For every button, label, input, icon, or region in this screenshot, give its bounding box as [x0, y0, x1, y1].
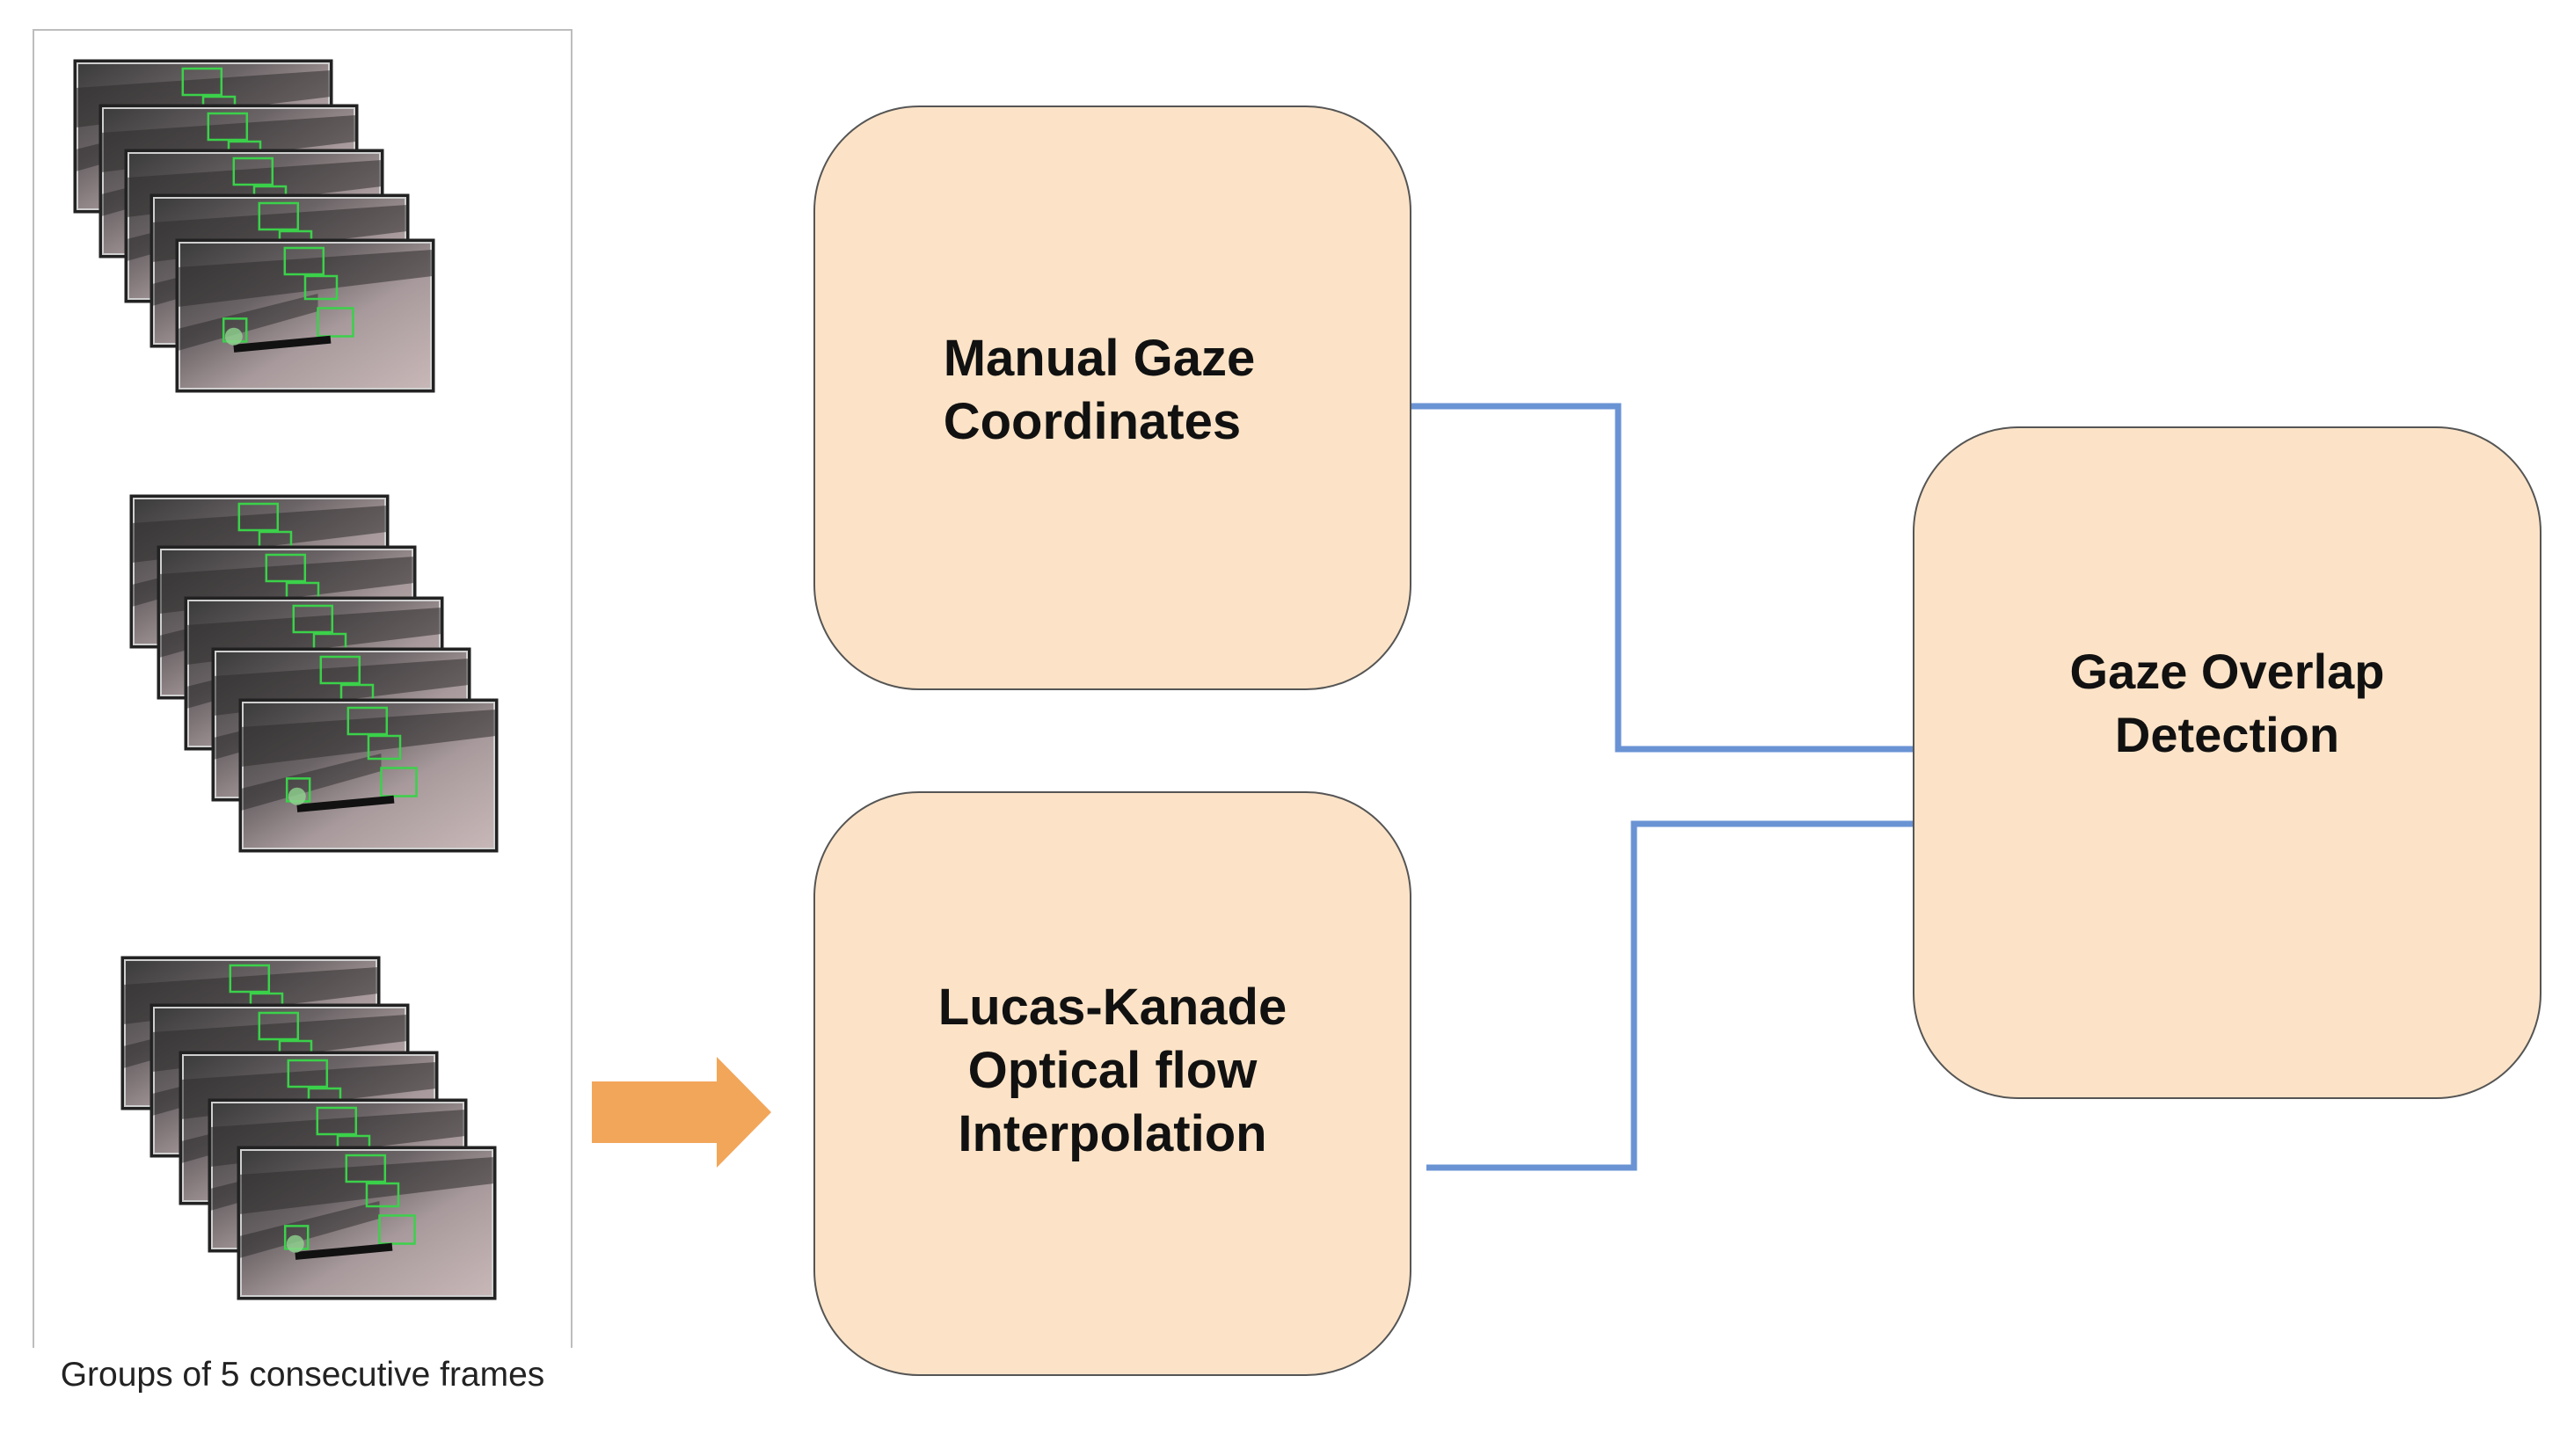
video-frame-thumbnail [237, 1146, 497, 1300]
gaze-overlap-detection-label: Gaze Overlap Detection [2069, 644, 2385, 762]
lucas-kanade-node: Lucas-Kanade Optical flow Interpolation [813, 791, 1411, 1376]
manual-to-gaze-connector [1411, 403, 1913, 753]
manual-gaze-coordinates-label: Manual Gaze Coordinates [943, 330, 1256, 450]
gaze-overlap-detection-node: Gaze Overlap Detection [1913, 426, 2541, 1099]
lucas-kanade-label: Lucas-Kanade Optical flow Interpolation [937, 978, 1287, 1162]
video-frame-thumbnail [238, 698, 499, 853]
manual-gaze-coordinates-node: Manual Gaze Coordinates [813, 106, 1411, 690]
frames-caption: Groups of 5 consecutive frames [60, 1356, 545, 1394]
right-arrow-icon [592, 1057, 771, 1168]
lucas-to-gaze-connector [1426, 820, 1913, 1171]
video-frame-thumbnail [175, 238, 435, 393]
